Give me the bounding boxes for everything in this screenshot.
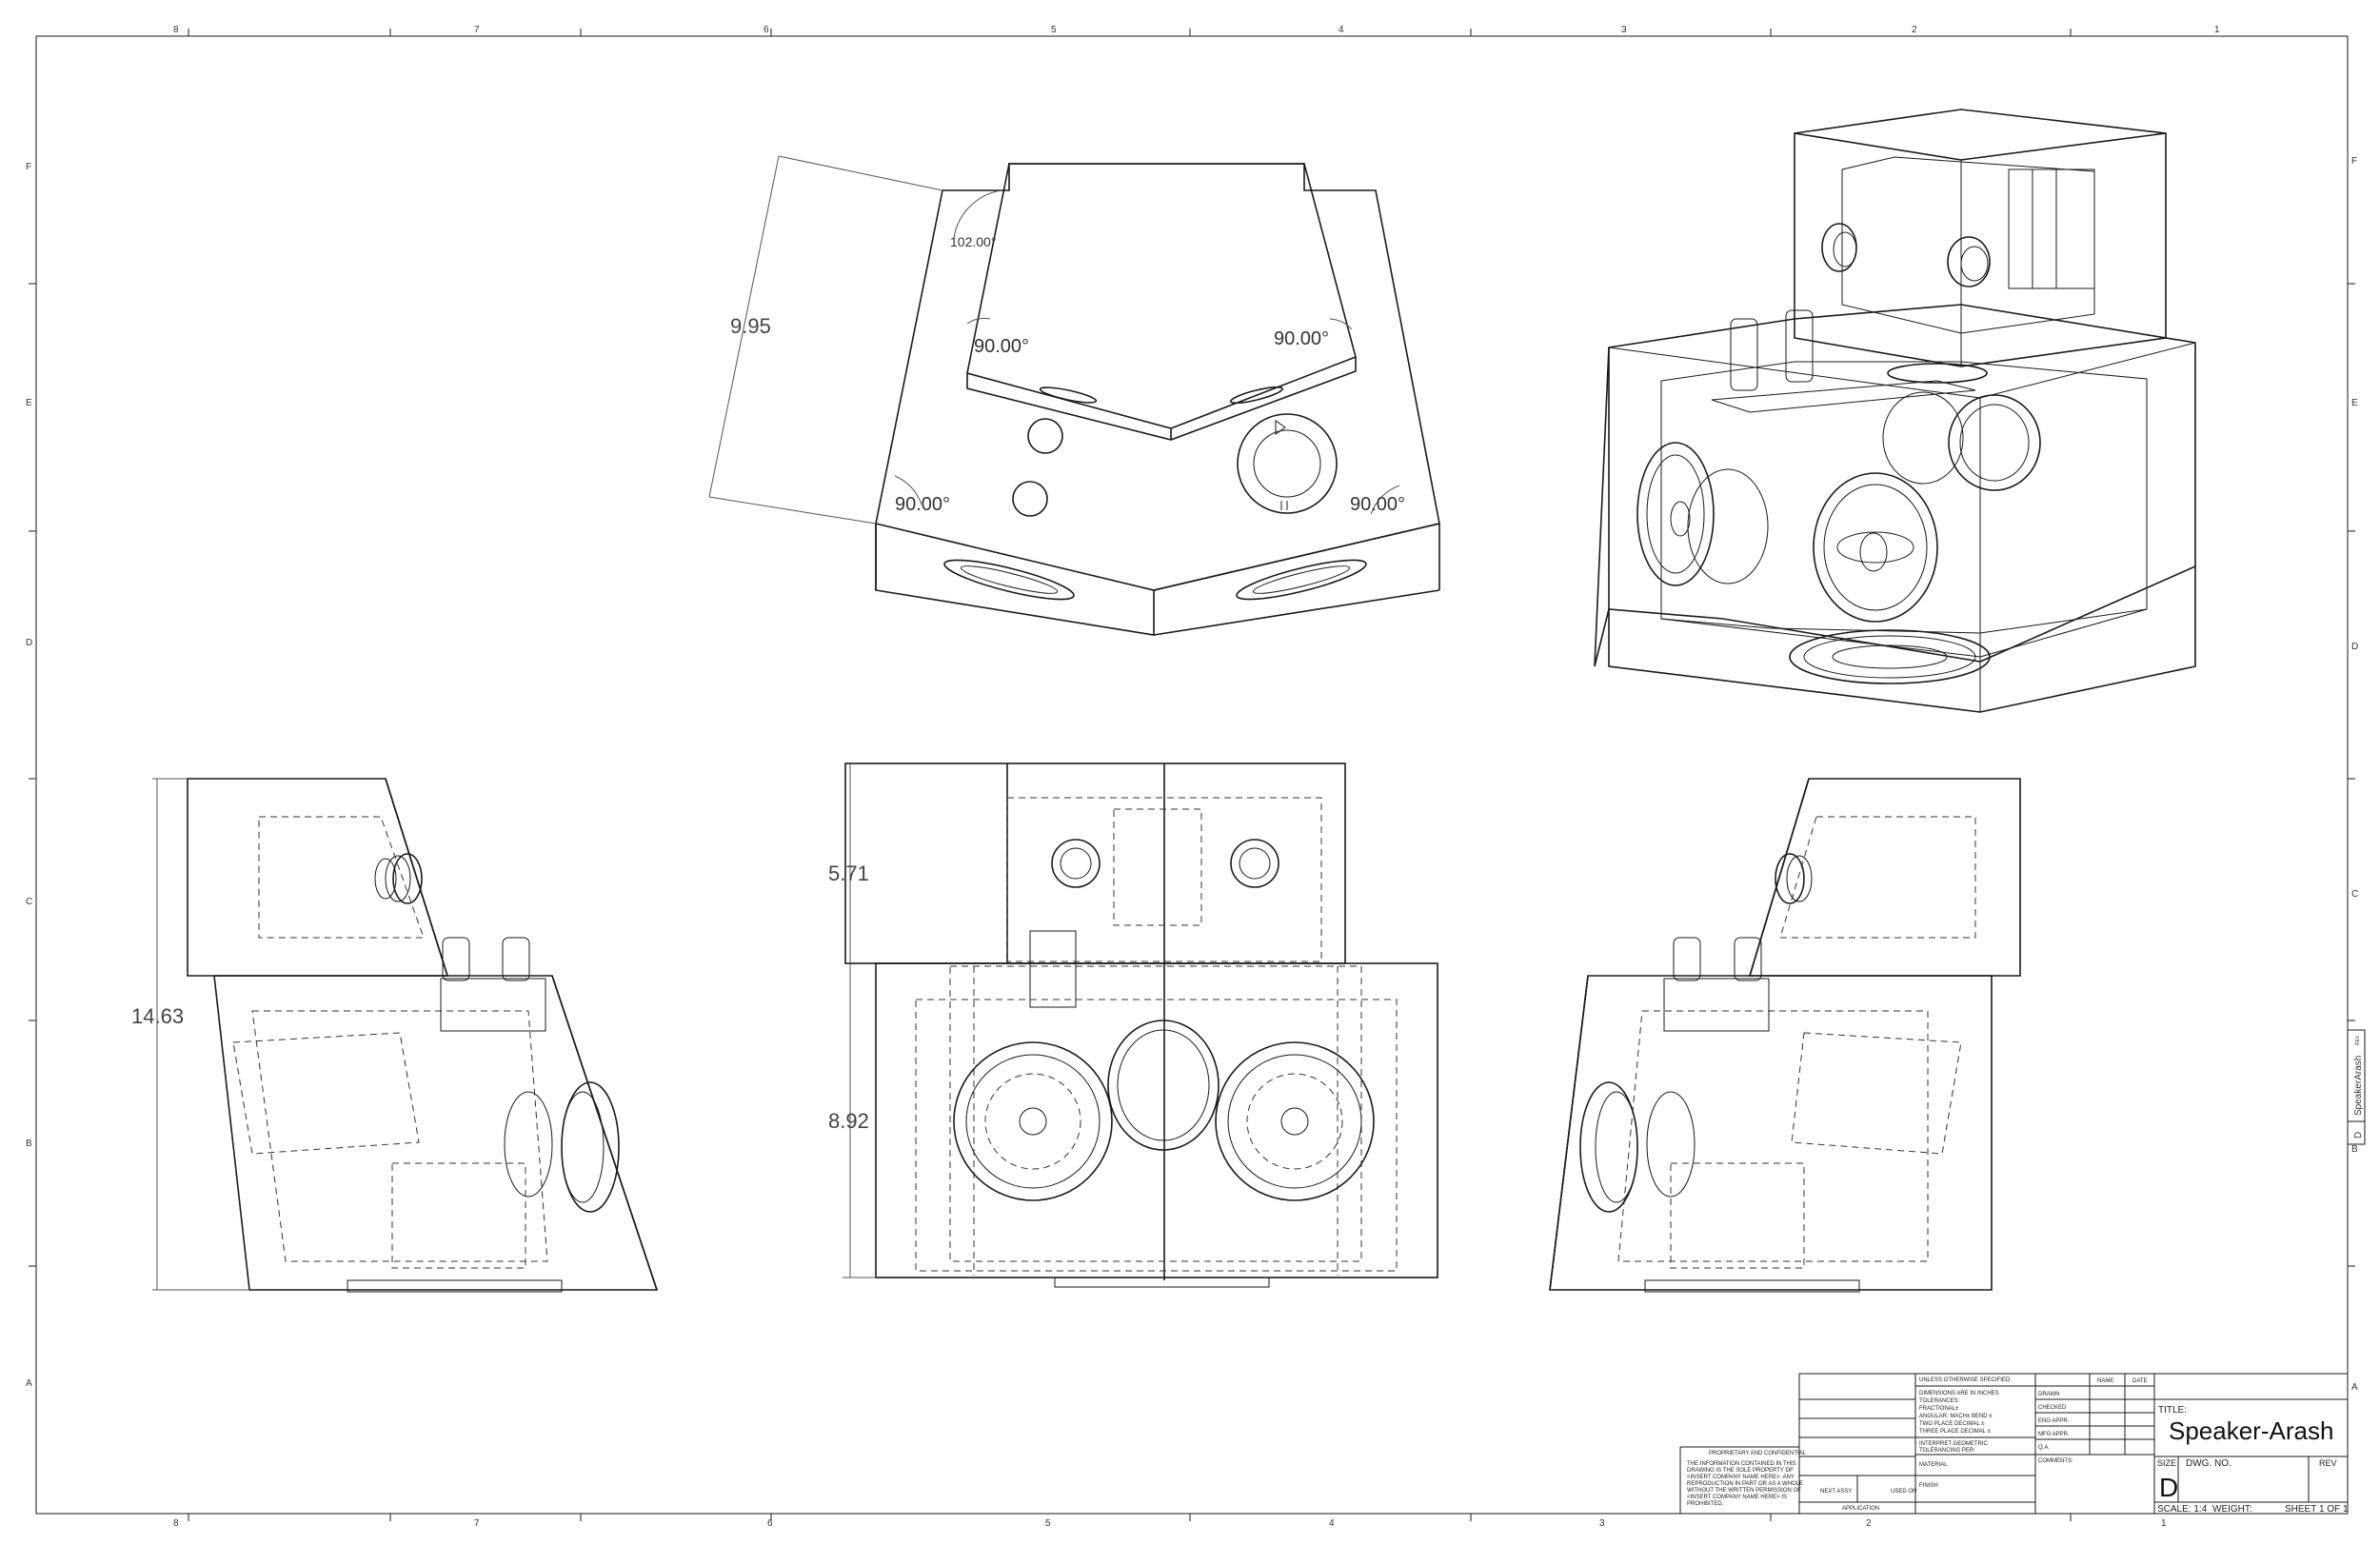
tb-title: Speaker-Arash [2169, 1416, 2333, 1445]
tb-application: APPLICATION [1842, 1506, 1879, 1512]
title-block-grid [1679, 1373, 2349, 1515]
row-label-right: A [2351, 1382, 2358, 1393]
row-label-right: D [2351, 642, 2358, 652]
tb-proprietary-line: WITHOUT THE WRITTEN PERMISSION OF [1687, 1488, 1801, 1494]
tb-size-label: SIZE [2157, 1458, 2176, 1468]
sheet-border [35, 35, 2349, 1515]
tb-tolerance-line: DIMENSIONS ARE IN INCHES [1919, 1391, 1999, 1396]
tb-date-col: DATE [2132, 1378, 2148, 1384]
row-label-left: B [26, 1139, 32, 1149]
tb-weight: WEIGHT: [2212, 1504, 2252, 1515]
col-label-top: 6 [764, 25, 769, 35]
row-label-right: F [2351, 156, 2357, 167]
tb-title-label: TITLE: [2158, 1405, 2187, 1416]
tb-finish: FINISH [1919, 1483, 1938, 1489]
front-lower-dimension: 8.92 [828, 1109, 869, 1133]
side-tab [2347, 1029, 2366, 1145]
top-view-angle-102: 102.00° [950, 234, 996, 249]
tb-scale: SCALE: 1:4 [2157, 1504, 2208, 1515]
col-label-bottom: 1 [2161, 1518, 2167, 1529]
col-label-bottom: 3 [1599, 1518, 1605, 1529]
top-view-angle-lower-right: 90.00° [1350, 494, 1405, 515]
tb-row-comments: COMMENTS: [2038, 1458, 2073, 1464]
tb-tolerance-line: ANGULAR: MACH± BEND ± [1919, 1414, 1993, 1419]
col-label-top: 8 [173, 25, 179, 35]
tb-name-col: NAME [2097, 1378, 2113, 1384]
tb-row-mfg: MFG APPR. [2038, 1432, 2070, 1437]
row-label-right: B [2351, 1144, 2358, 1155]
row-label-right: C [2351, 889, 2358, 900]
tb-proprietary-line: THE INFORMATION CONTAINED IN THIS [1687, 1461, 1796, 1467]
tb-material: MATERIAL [1919, 1462, 1948, 1468]
left-side-view [152, 778, 659, 1293]
tb-tolerance-line: FRACTIONAL± [1919, 1406, 1959, 1412]
tb-proprietary-line: PROHIBITED. [1687, 1501, 1724, 1507]
tb-next-assy: NEXT ASSY [1820, 1489, 1852, 1495]
tb-tolerance-line: TWO PLACE DECIMAL ± [1919, 1421, 1985, 1427]
isometric-view [1594, 109, 2196, 713]
col-label-top: 4 [1339, 25, 1344, 35]
front-view [843, 763, 1438, 1288]
tb-proprietary-title: PROPRIETARY AND CONFIDENTIAL [1709, 1451, 1807, 1456]
row-label-left: C [26, 897, 32, 907]
tb-row-eng: ENG APPR. [2038, 1418, 2070, 1424]
tb-proprietary-line: <INSERT COMPANY NAME HERE>. ANY [1687, 1475, 1795, 1480]
tb-used-on: USED ON [1891, 1489, 1916, 1495]
tb-tolerance-line: TOLERANCES: [1919, 1398, 1960, 1404]
row-label-left: A [26, 1378, 32, 1389]
top-view-angle-upper-right: 90.00° [1274, 328, 1329, 349]
row-label-left: D [26, 638, 32, 648]
zone-ticks [29, 29, 2355, 1521]
row-label-right: E [2351, 398, 2358, 408]
tb-rev-label: REV [2319, 1458, 2337, 1468]
left-side-height-dimension: 14.63 [131, 1004, 184, 1028]
col-label-bottom: 6 [767, 1518, 773, 1529]
top-view [708, 155, 1440, 636]
tb-interpret: INTERPRET GEOMETRIC [1919, 1441, 1989, 1447]
tb-proprietary-line: REPRODUCTION IN PART OR AS A WHOLE [1687, 1481, 1803, 1487]
top-view-angle-lower-left: 90.00° [895, 494, 950, 515]
tb-proprietary-line: DRAWING IS THE SOLE PROPERTY OF [1687, 1468, 1794, 1474]
tb-tolerance-line: THREE PLACE DECIMAL ± [1919, 1429, 1991, 1435]
col-label-bottom: 5 [1045, 1518, 1051, 1529]
tb-dwg-label: DWG. NO. [2186, 1458, 2231, 1469]
col-label-bottom: 2 [1866, 1518, 1872, 1529]
tb-row-qa: Q.A. [2038, 1445, 2050, 1451]
row-label-left: F [26, 162, 31, 172]
row-label-left: E [26, 398, 32, 408]
col-label-bottom: 8 [173, 1518, 179, 1529]
tb-interpret: TOLERANCING PER: [1919, 1448, 1975, 1454]
tb-sheet: SHEET 1 OF 1 [2285, 1504, 2349, 1515]
side-tab-label: SpeakerArash [2353, 1056, 2364, 1116]
side-tab-size: D [2353, 1132, 2364, 1139]
col-label-top: 2 [1912, 25, 1917, 35]
col-label-top: 5 [1051, 25, 1057, 35]
tb-proprietary-line: <INSERT COMPANY NAME HERE> IS [1687, 1495, 1787, 1500]
tb-size-value: D [2159, 1473, 2178, 1502]
side-tab-rev: REV [2355, 1035, 2361, 1045]
top-view-height-dimension: 9.95 [730, 314, 771, 338]
col-label-top: 1 [2214, 25, 2220, 35]
top-view-angle-upper-left: 90.00° [974, 336, 1029, 357]
right-side-view [1549, 778, 2021, 1293]
col-label-top: 3 [1621, 25, 1627, 35]
tb-row-checked: CHECKED [2038, 1405, 2067, 1411]
front-upper-dimension: 5.71 [828, 862, 869, 885]
tb-row-drawn: DRAWN [2038, 1392, 2059, 1397]
col-label-bottom: 7 [474, 1518, 480, 1529]
tb-tolerance-header: UNLESS OTHERWISE SPECIFIED: [1919, 1377, 2012, 1383]
col-label-top: 7 [474, 25, 480, 35]
col-label-bottom: 4 [1329, 1518, 1335, 1529]
